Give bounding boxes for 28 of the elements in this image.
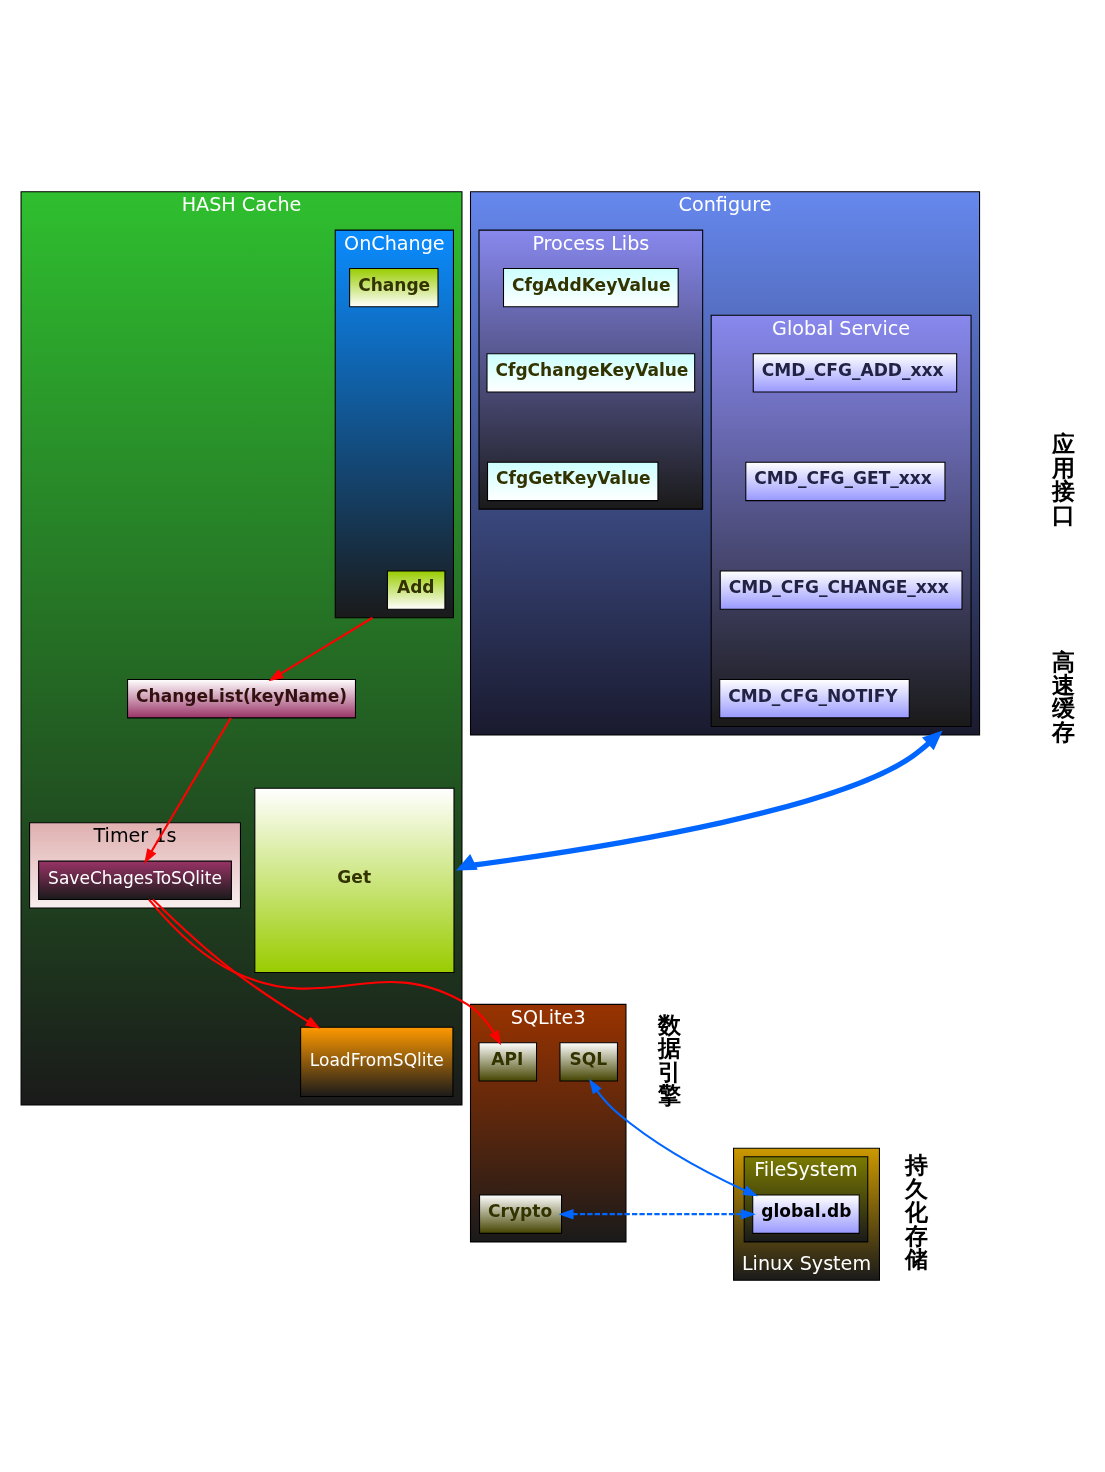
arrow bbox=[144, 717, 232, 864]
node-box: CfgAddKeyValue bbox=[502, 267, 679, 308]
node-box: API bbox=[478, 1042, 538, 1082]
node-box: LoadFromSQlite bbox=[300, 1026, 454, 1098]
node-box: CMD_CFG_NOTIFY bbox=[719, 679, 910, 719]
node-box: CMD_CFG_ADD_xxx bbox=[752, 353, 958, 393]
node-box: Get bbox=[254, 787, 455, 973]
arrow bbox=[455, 730, 943, 871]
node-box: CMD_CFG_CHANGE_xxx bbox=[719, 570, 963, 610]
node-box: CfgGetKeyValue bbox=[487, 461, 659, 502]
node-box: SaveChagesToSQlite bbox=[38, 860, 232, 900]
label: 数据引擎 bbox=[657, 1010, 681, 1109]
node-box: Change bbox=[349, 267, 439, 308]
arrow bbox=[148, 898, 502, 1046]
node-box: CfgChangeKeyValue bbox=[486, 353, 696, 393]
arrow bbox=[152, 898, 321, 1029]
node-box: CMD_CFG_GET_xxx bbox=[745, 461, 946, 502]
node-box: SQL bbox=[559, 1042, 618, 1082]
node-box: Add bbox=[386, 570, 446, 610]
label: 持久化存储 bbox=[905, 1151, 929, 1274]
arrow bbox=[589, 1078, 759, 1197]
node-box: Crypto bbox=[479, 1194, 563, 1234]
arrow bbox=[268, 616, 374, 682]
node-box: global.db bbox=[752, 1194, 860, 1234]
label: 高速缓存 bbox=[1051, 647, 1075, 746]
node-box: ChangeList(keyName) bbox=[127, 679, 356, 719]
label: 应用接口 bbox=[1051, 430, 1075, 529]
arrow bbox=[558, 1208, 756, 1220]
